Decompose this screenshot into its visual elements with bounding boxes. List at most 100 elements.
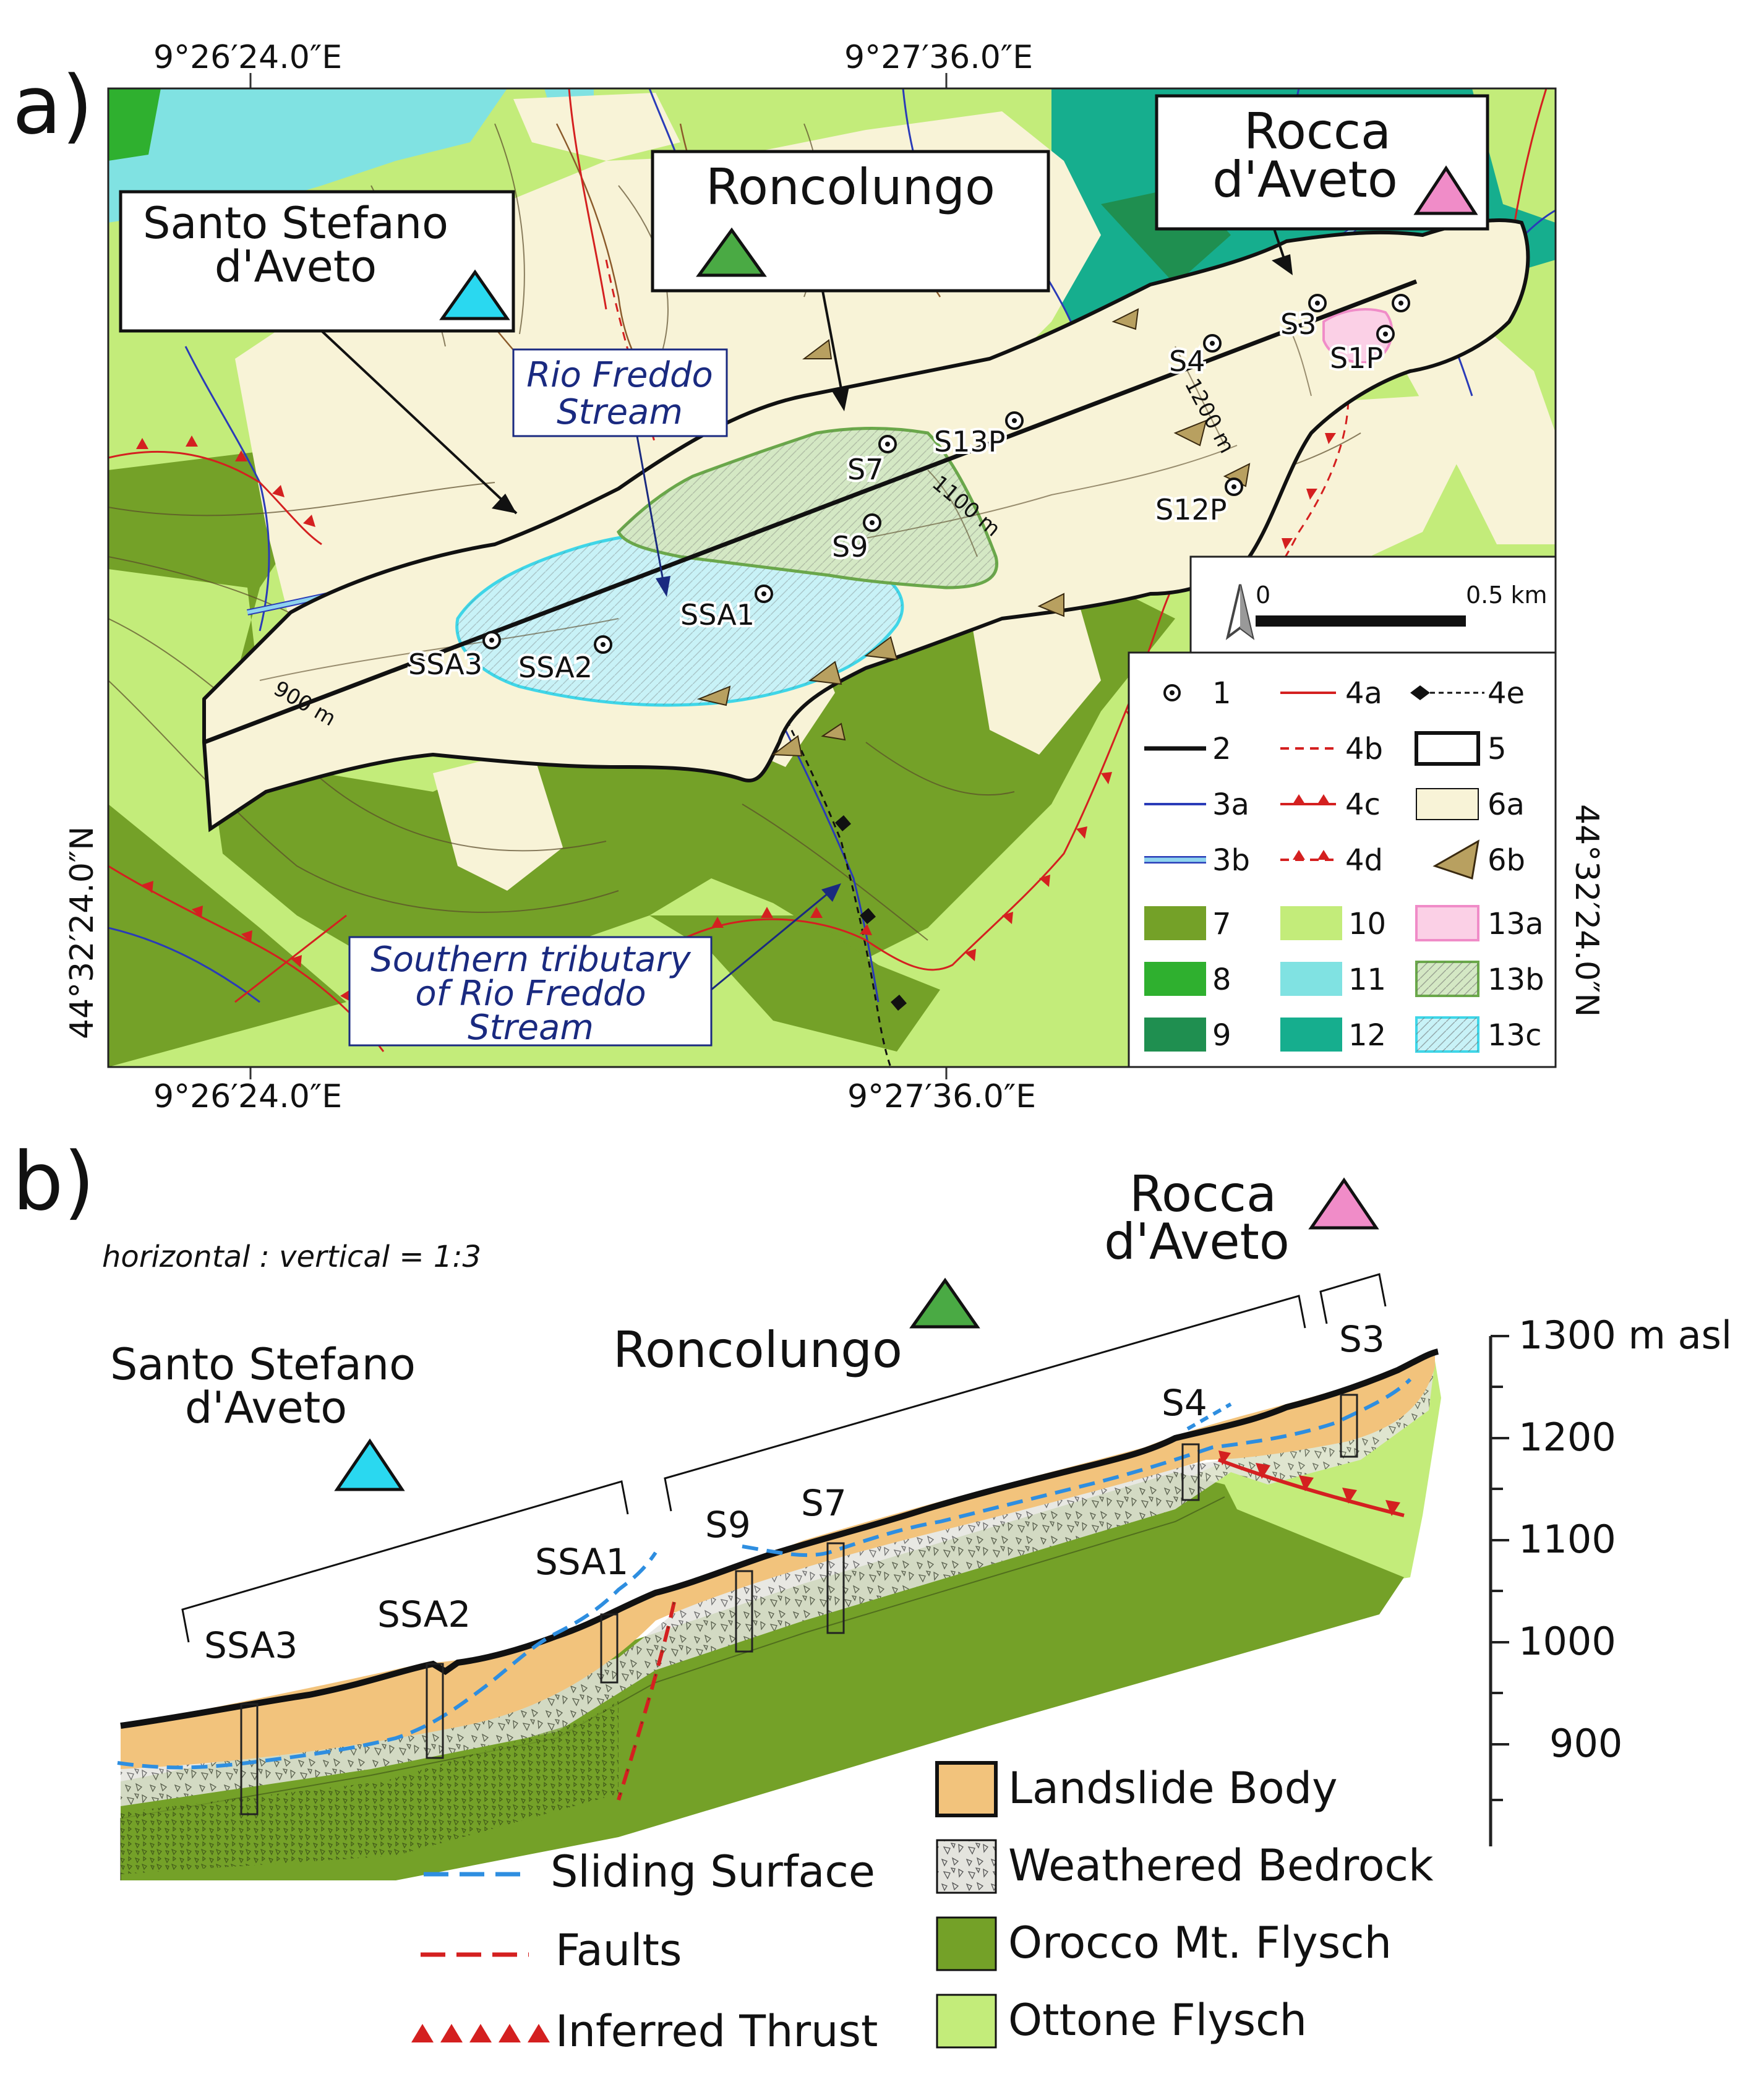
weathered-bedrock: [121, 1361, 1435, 1806]
legend-weathered-bedrock: Weathered Bedrock: [1008, 1840, 1434, 1891]
borehole-label-ssa3: SSA3: [408, 648, 482, 681]
borehole-s12p: [1225, 478, 1243, 496]
scarp-symbols: [696, 308, 1251, 757]
axis-tick-900: 900: [1549, 1721, 1622, 1766]
cross-section: SSA3 SSA2 SSA1 S9 S7 S4 S3: [117, 1318, 1441, 1880]
borehole-s4: [1203, 334, 1222, 353]
section-label-ssa3: SSA3: [204, 1624, 298, 1666]
label-rio-freddo: Rio Freddo Stream: [512, 348, 728, 597]
section-trace: [203, 279, 1418, 745]
lat-label-left: 44°32′24.0″N: [64, 826, 101, 1039]
scale-bar: 0 0.5 km: [1189, 555, 1557, 654]
legend-7: 7: [1212, 907, 1231, 941]
legend-landslide-body: Landslide Body: [1008, 1763, 1338, 1814]
axis-tick-1000: 1000: [1518, 1619, 1616, 1664]
legend-4b: 4b: [1345, 732, 1383, 766]
borehole-s1p-2: [1392, 294, 1410, 312]
section-label-s4: S4: [1162, 1382, 1207, 1424]
scale-end: 0.5 km: [1466, 581, 1548, 609]
borehole-label-ssa2: SSA2: [518, 651, 593, 684]
legend-5: 5: [1488, 732, 1507, 766]
legend-6b: 6b: [1488, 843, 1525, 878]
callout-rocca: Rocca d'Aveto: [1155, 94, 1489, 275]
rio-freddo-line2: Stream: [557, 392, 683, 432]
legend-6a: 6a: [1488, 787, 1525, 822]
legend-13c: 13c: [1488, 1018, 1541, 1053]
triangle-roncolungo: [696, 227, 767, 277]
section-roncolungo: Roncolungo: [613, 1321, 902, 1379]
borehole-label-ssa1: SSA1: [680, 598, 755, 632]
callout-santo-stefano: Santo Stefano d'Aveto: [119, 190, 518, 515]
section-triangle-santo: [334, 1438, 405, 1491]
legend-ottone: Ottone Flysch: [1008, 1995, 1307, 2046]
lon-label-bottom-mid: 9°27′36.0″E: [847, 1078, 1036, 1115]
borehole-ssa2: [594, 635, 612, 654]
section-triangle-rocca: [1308, 1177, 1379, 1230]
borehole-s9: [863, 513, 881, 532]
borehole-ssa3: [482, 631, 501, 649]
section-santo-line1: Santo Stefano: [110, 1339, 416, 1390]
callout-roncolungo-label: Roncolungo: [706, 158, 995, 216]
legend-inferred-thrust: Inferred Thrust: [555, 2006, 878, 2057]
panel-b-label: b): [12, 1134, 95, 1228]
southern-line2: of Rio Freddo: [415, 974, 646, 1014]
panel-b: b) horizontal : vertical = 1:3 Santo Ste…: [12, 1134, 1732, 2057]
scale-start: 0: [1256, 581, 1270, 609]
southern-line1: Southern tributary: [370, 940, 691, 980]
section-santo-line2: d'Aveto: [185, 1382, 347, 1433]
section-legend-lines: Sliding Surface Faults Inferred Thrust: [411, 1846, 878, 2057]
borehole-ssa1: [755, 585, 773, 603]
topographic-surface: [120, 1348, 1439, 1729]
legend-4a: 4a: [1345, 676, 1382, 711]
callout-rocca-line2: d'Aveto: [1212, 151, 1398, 208]
section-label-s7: S7: [801, 1482, 847, 1524]
legend-4d: 4d: [1345, 843, 1383, 878]
legend-sliding-surface: Sliding Surface: [550, 1846, 875, 1897]
section-triangle-roncolungo: [909, 1277, 980, 1329]
callout-santo-stefano-line2: d'Aveto: [215, 241, 377, 292]
section-label-s3: S3: [1339, 1318, 1385, 1360]
section-label-ssa1: SSA1: [535, 1541, 628, 1583]
legend-4c: 4c: [1345, 787, 1381, 822]
label-southern-tributary: Southern tributary of Rio Freddo Stream: [348, 883, 841, 1048]
panel-a-label: a): [12, 58, 93, 152]
borehole-s13p: [1005, 411, 1024, 430]
borehole-s7: [878, 435, 897, 453]
elevation-axis: 1300 m asl 1200 1100 1000 900: [1489, 1313, 1732, 1846]
triangle-rocca: [1413, 165, 1478, 215]
unit-11-area: [108, 88, 507, 223]
axis-tick-1300: 1300 m asl: [1518, 1313, 1732, 1358]
axis-tick-1200: 1200: [1518, 1415, 1616, 1460]
inferred-thrust: [1217, 1458, 1405, 1517]
borehole-label-s13p: S13P: [934, 425, 1005, 458]
legend-6b-icon: [1432, 839, 1479, 880]
section-rocca-line2: d'Aveto: [1104, 1213, 1290, 1271]
axis-tick-1100: 1100: [1518, 1517, 1616, 1562]
legend-3a: 3a: [1212, 787, 1249, 822]
borehole-label-s4: S4: [1169, 345, 1205, 378]
legend-3b: 3b: [1212, 843, 1250, 878]
borehole-s1p: [1376, 325, 1395, 343]
borehole-markers: [482, 294, 1410, 654]
legend-orocco: Orocco Mt. Flysch: [1008, 1918, 1392, 1968]
borehole-label-s1p: S1P: [1330, 341, 1383, 375]
callout-santo-stefano-line1: Santo Stefano: [143, 198, 448, 249]
legend-8: 8: [1212, 962, 1231, 997]
legend-faults: Faults: [555, 1925, 682, 1976]
legend-2: 2: [1212, 732, 1231, 766]
section-boreholes: [240, 1394, 1358, 1815]
lat-label-right: 44°32′24.0″N: [1568, 804, 1605, 1017]
lon-label-bottom-left: 9°26′24.0″E: [153, 1078, 342, 1115]
legend-13a: 13a: [1488, 907, 1544, 941]
section-legend-units: Landslide Body Weathered Bedrock Orocco …: [935, 1761, 1434, 2049]
section-brackets: [181, 1273, 1387, 1643]
section-label-s9: S9: [705, 1504, 751, 1546]
section-label-ssa2: SSA2: [377, 1593, 471, 1635]
borehole-s3: [1308, 294, 1327, 312]
borehole-label-s9: S9: [832, 530, 868, 563]
lon-label-top-left: 9°26′24.0″E: [153, 39, 342, 76]
rio-freddo-line1: Rio Freddo: [526, 355, 713, 395]
callout-rocca-line1: Rocca: [1244, 103, 1391, 160]
borehole-label-s7: S7: [847, 453, 883, 486]
legend-11: 11: [1348, 962, 1386, 997]
